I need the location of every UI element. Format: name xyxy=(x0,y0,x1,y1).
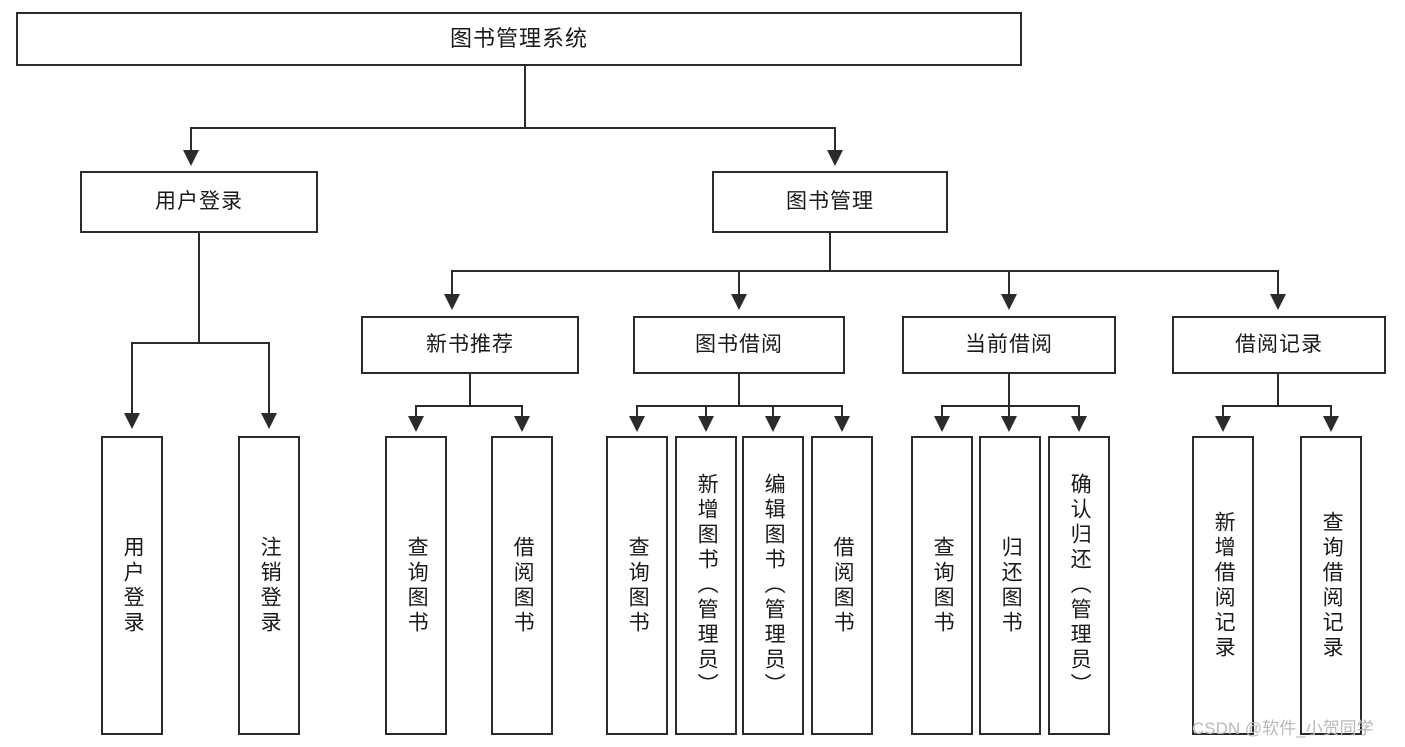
connector-nbr-stem xyxy=(469,374,471,406)
arrow-bb-to-query-book xyxy=(629,416,645,432)
connector-br-bus xyxy=(1222,405,1332,407)
leaf-nbr-query-book[interactable]: 查询图书 xyxy=(385,436,447,735)
arrow-to-leaf-user-login xyxy=(124,413,140,429)
node-label: 借阅图书 xyxy=(831,535,855,636)
node-book-borrow[interactable]: 图书借阅 xyxy=(633,316,845,374)
arrow-root-to-user-login xyxy=(183,150,199,166)
connector-nbr-drop-2 xyxy=(521,405,523,417)
node-label: 新增借阅记录 xyxy=(1212,510,1236,661)
connector-br-stem xyxy=(1277,374,1279,406)
arrow-to-book-borrow xyxy=(731,294,747,310)
node-label: 查询图书 xyxy=(405,535,429,636)
arrow-br-to-query-record xyxy=(1323,416,1339,432)
connector-bb-drop-1 xyxy=(636,405,638,417)
node-label: 借阅记录 xyxy=(1235,333,1323,357)
leaf-br-query-borrow-record[interactable]: 查询借阅记录 xyxy=(1300,436,1362,735)
connector-root-drop-2 xyxy=(834,127,836,151)
connector-bb-drop-2 xyxy=(705,405,707,417)
node-label: 借阅图书 xyxy=(511,535,535,636)
node-label: 注销登录 xyxy=(258,535,282,636)
arrow-to-current-borrow xyxy=(1001,294,1017,310)
node-label: 当前借阅 xyxy=(965,333,1053,357)
arrow-bb-to-edit-book xyxy=(765,416,781,432)
connector-user-login-drop-1 xyxy=(131,342,133,414)
arrow-br-to-add-record xyxy=(1215,416,1231,432)
leaf-bb-edit-book-admin[interactable]: 编辑图书（管理员） xyxy=(742,436,804,735)
connector-cb-drop-1 xyxy=(941,405,943,417)
node-label: 查询图书 xyxy=(931,535,955,636)
leaf-logout[interactable]: 注销登录 xyxy=(238,436,300,735)
arrow-nbr-to-query-book xyxy=(408,416,424,432)
connector-br-drop-2 xyxy=(1330,405,1332,417)
connector-cb-drop-2 xyxy=(1008,405,1010,417)
leaf-br-add-borrow-record[interactable]: 新增借阅记录 xyxy=(1192,436,1254,735)
connector-book-management-stem xyxy=(829,233,831,271)
leaf-user-login[interactable]: 用户登录 xyxy=(101,436,163,735)
node-label: 查询图书 xyxy=(626,535,650,636)
connector-bm-drop-3 xyxy=(1008,270,1010,295)
connector-br-drop-1 xyxy=(1222,405,1224,417)
node-borrow-record[interactable]: 借阅记录 xyxy=(1172,316,1386,374)
node-label: 图书借阅 xyxy=(695,333,783,357)
connector-bm-drop-1 xyxy=(451,270,453,295)
node-new-book-recommend[interactable]: 新书推荐 xyxy=(361,316,579,374)
connector-bb-stem xyxy=(738,374,740,406)
node-user-login[interactable]: 用户登录 xyxy=(80,171,318,233)
arrow-bb-to-add-book xyxy=(698,416,714,432)
leaf-bb-borrow-book[interactable]: 借阅图书 xyxy=(811,436,873,735)
connector-bb-drop-4 xyxy=(841,405,843,417)
arrow-cb-to-query-book xyxy=(934,416,950,432)
connector-bm-drop-2 xyxy=(738,270,740,295)
connector-book-management-bus xyxy=(451,270,1279,272)
arrow-bb-to-borrow-book xyxy=(834,416,850,432)
leaf-cb-confirm-return-admin[interactable]: 确认归还（管理员） xyxy=(1048,436,1110,735)
leaf-nbr-borrow-book[interactable]: 借阅图书 xyxy=(491,436,553,735)
arrow-cb-to-return-book xyxy=(1001,416,1017,432)
node-root-book-management-system[interactable]: 图书管理系统 xyxy=(16,12,1022,66)
connector-root-drop-1 xyxy=(190,127,192,151)
node-label: 确认归还（管理员） xyxy=(1068,473,1092,698)
connector-nbr-bus xyxy=(415,405,523,407)
arrow-cb-to-confirm-return xyxy=(1071,416,1087,432)
leaf-cb-query-book[interactable]: 查询图书 xyxy=(911,436,973,735)
connector-cb-stem xyxy=(1008,374,1010,406)
connector-bb-drop-3 xyxy=(772,405,774,417)
connector-root-stem xyxy=(524,66,526,128)
connector-cb-drop-3 xyxy=(1078,405,1080,417)
node-label: 用户登录 xyxy=(121,535,145,636)
arrow-nbr-to-borrow-book xyxy=(514,416,530,432)
connector-nbr-drop-1 xyxy=(415,405,417,417)
connector-user-login-bus xyxy=(131,342,268,344)
leaf-bb-add-book-admin[interactable]: 新增图书（管理员） xyxy=(675,436,737,735)
node-label: 图书管理系统 xyxy=(449,25,588,51)
watermark-text: CSDN @软件_小贺同学 xyxy=(1192,719,1374,738)
leaf-bb-query-book[interactable]: 查询图书 xyxy=(606,436,668,735)
node-label: 编辑图书（管理员） xyxy=(762,473,786,698)
node-book-management[interactable]: 图书管理 xyxy=(712,171,948,233)
connector-user-login-stem xyxy=(198,233,200,343)
arrow-to-borrow-record xyxy=(1270,294,1286,310)
connector-bb-bus xyxy=(636,405,843,407)
connector-root-bus xyxy=(190,127,836,129)
node-current-borrow[interactable]: 当前借阅 xyxy=(902,316,1116,374)
arrow-root-to-book-management xyxy=(827,150,843,166)
node-label: 新书推荐 xyxy=(426,333,514,357)
connector-user-login-drop-2 xyxy=(268,342,270,414)
node-label: 图书管理 xyxy=(786,190,874,214)
node-label: 新增图书（管理员） xyxy=(695,473,719,698)
leaf-cb-return-book[interactable]: 归还图书 xyxy=(979,436,1041,735)
arrow-to-leaf-logout xyxy=(261,413,277,429)
arrow-to-new-book-recommend xyxy=(444,294,460,310)
connector-cb-bus xyxy=(941,405,1080,407)
connector-bm-drop-4 xyxy=(1277,270,1279,295)
node-label: 归还图书 xyxy=(999,535,1023,636)
node-label: 用户登录 xyxy=(155,190,243,214)
node-label: 查询借阅记录 xyxy=(1320,510,1344,661)
